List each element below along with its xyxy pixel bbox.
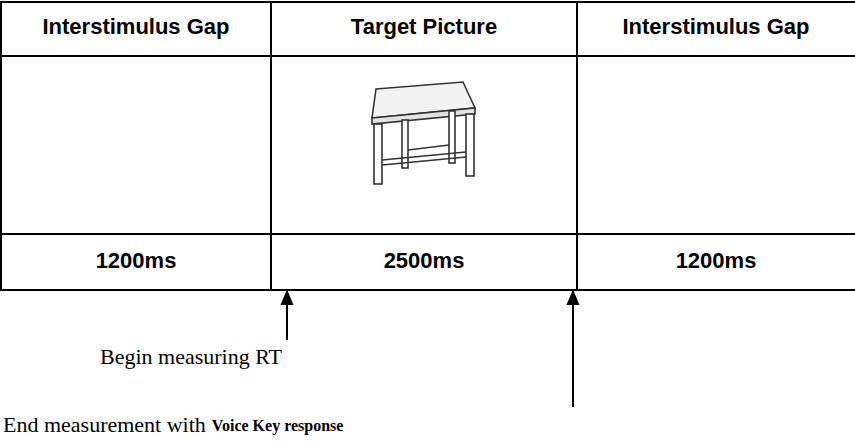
column-header: Interstimulus Gap: [1, 14, 271, 40]
duration-cell: 1200ms: [577, 248, 855, 274]
annotation: End measurement with: [3, 412, 206, 438]
duration-cell: 2500ms: [271, 248, 577, 274]
duration-cell: 1200ms: [1, 248, 271, 274]
column-header: Interstimulus Gap: [577, 14, 855, 40]
pointer-arrows: [282, 292, 578, 407]
annotation: Voice Key response: [212, 417, 344, 435]
table-grid: [0, 2, 855, 290]
annotation: Begin measuring RT: [100, 344, 282, 370]
column-header: Target Picture: [271, 14, 577, 40]
table-illustration: [372, 82, 475, 184]
